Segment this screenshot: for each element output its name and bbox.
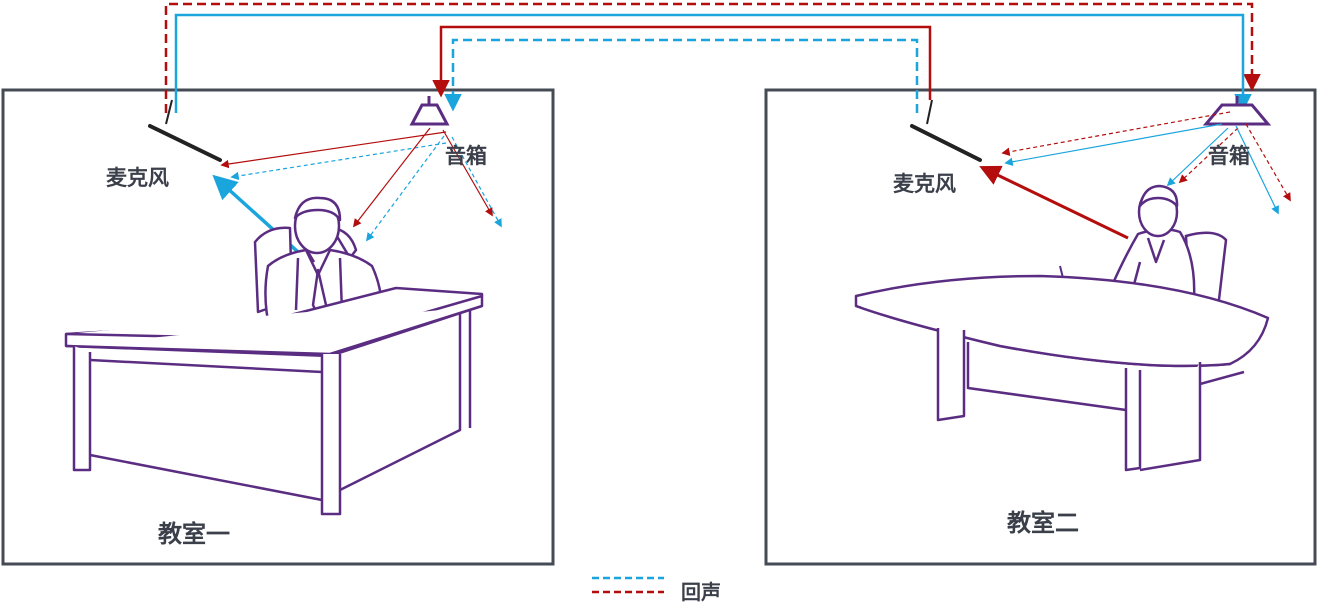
echo-path-red-outer: [164, 2, 1261, 113]
legend: [592, 576, 664, 594]
signal-path-blue-outer: [174, 13, 1252, 113]
signal-path-red-inner: [432, 25, 932, 100]
echo-path-blue-inner: [444, 38, 919, 113]
speaker-icon: [1202, 96, 1272, 126]
room1-speaker-label: 音箱: [445, 143, 487, 168]
room2-mic-label: 麦克风: [893, 171, 956, 196]
microphone-icon: [910, 99, 982, 162]
desk-icon: [64, 286, 484, 516]
speaker-icon: [409, 96, 450, 126]
chair-icon: [1184, 231, 1228, 314]
connection-lines: [164, 2, 1261, 113]
room2-frame: [764, 88, 1317, 566]
room2-speaker-label: 音箱: [1208, 143, 1250, 168]
room1-title: 教室一: [158, 519, 230, 548]
legend-label: 回声: [681, 580, 721, 604]
room2-rays: [979, 111, 1291, 240]
room1-mic-label: 麦克风: [106, 165, 169, 190]
desk-icon: [854, 274, 1270, 472]
room1-rays: [212, 127, 502, 272]
microphone-icon: [148, 99, 222, 162]
room2-title: 教室二: [1007, 508, 1079, 537]
room1-frame: [1, 88, 555, 566]
